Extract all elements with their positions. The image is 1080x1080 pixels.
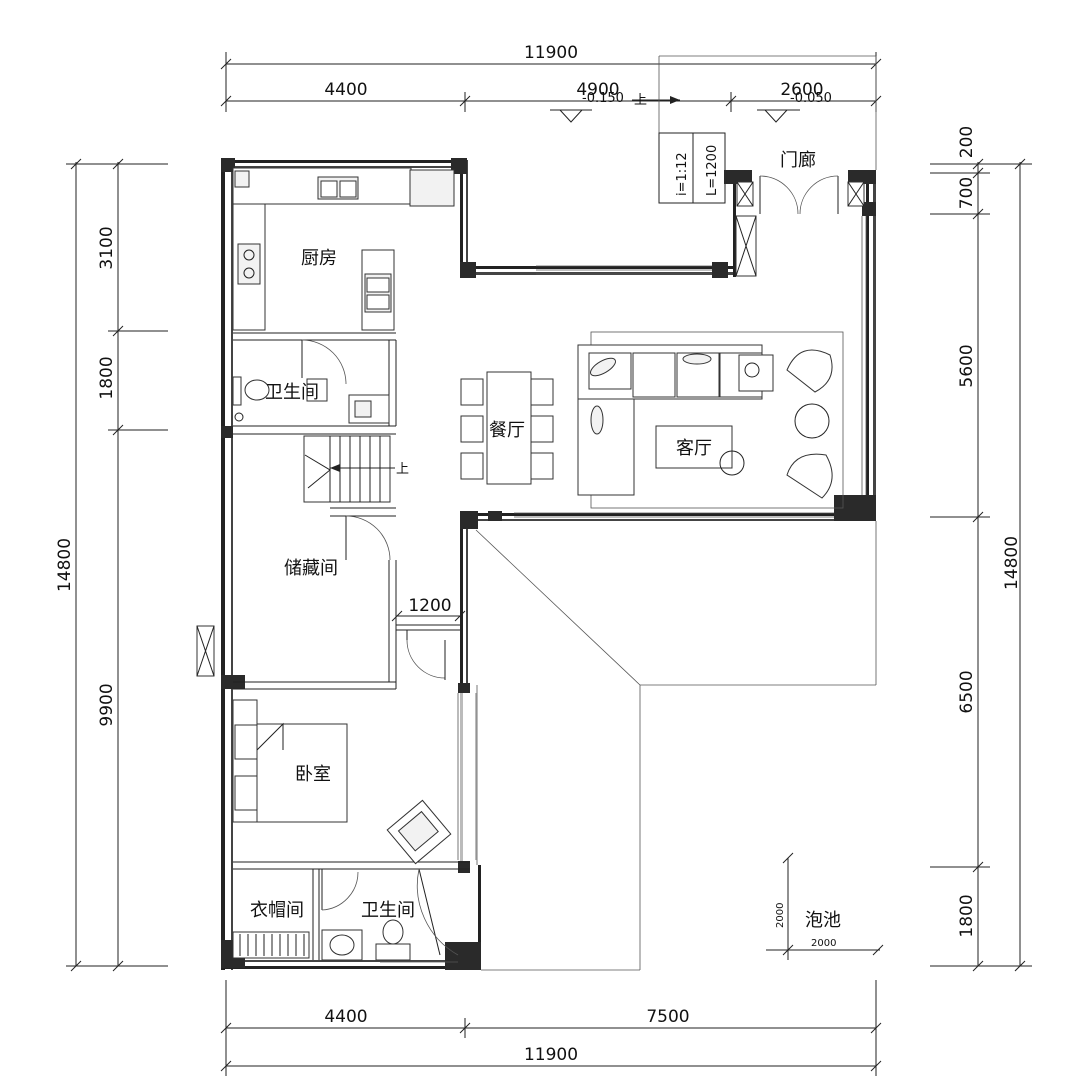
door-dim: 1200 — [391, 596, 466, 622]
ramp: i=1:12 L=1200 — [658, 132, 726, 204]
windows — [514, 216, 867, 518]
left-seg-3-dim: 9900 — [97, 683, 117, 726]
porch-column-marks — [196, 181, 865, 677]
left-seg-2-dim: 1800 — [97, 356, 117, 399]
kitchen-label: 厨房 — [301, 248, 337, 269]
bath-upper-label: 卫生间 — [265, 382, 319, 403]
left-total-dim: 14800 — [55, 538, 75, 592]
bottom-total-dim: 11900 — [524, 1045, 578, 1065]
door-width-dim: 1200 — [408, 596, 451, 616]
columns — [221, 158, 876, 970]
level-1-label: -0.150 — [582, 91, 624, 106]
left-seg-1-dim: 3100 — [97, 226, 117, 269]
walls — [221, 160, 876, 970]
dining-label: 餐厅 — [489, 420, 525, 441]
right-seg-5-dim: 1800 — [957, 894, 977, 937]
bottom-seg-2-dim: 7500 — [646, 1007, 689, 1027]
porch-label: 门廊 — [780, 150, 816, 171]
interior-walls — [233, 332, 470, 960]
living-furniture — [577, 331, 844, 509]
porch-door — [759, 175, 839, 215]
top-seg-2-dim: 4900 — [576, 80, 619, 100]
right-seg-4-dim: 6500 — [957, 670, 977, 713]
cloakroom-label: 衣帽间 — [250, 900, 304, 921]
left-dimensions: 14800 3100 1800 9900 — [55, 158, 168, 972]
ramp-length-label: L=1200 — [705, 145, 720, 196]
top-dimensions: 11900 4400 4900 2600 — [220, 43, 882, 112]
cloakroom-rack — [232, 931, 310, 959]
right-seg-1-dim: 200 — [957, 126, 977, 158]
right-seg-2-dim: 700 — [957, 177, 977, 209]
right-seg-3-dim: 5600 — [957, 344, 977, 387]
level-2-label: -0.050 — [790, 91, 832, 106]
ramp-slope-label: i=1:12 — [675, 152, 690, 196]
right-total-dim: 14800 — [1002, 536, 1022, 590]
bedroom-furniture — [232, 693, 477, 865]
pool-height-dim: 2000 — [775, 903, 786, 928]
top-seg-3-dim: 2600 — [780, 80, 823, 100]
bedroom-label: 卧室 — [295, 764, 331, 785]
level-marker-2: -0.050 — [757, 91, 832, 123]
staircase: 上 — [303, 435, 409, 503]
stair-up-label: 上 — [396, 462, 409, 477]
bath-upper-fixtures — [232, 376, 390, 424]
bath-lower-fixtures — [321, 919, 458, 963]
pool-width-dim: 2000 — [811, 938, 836, 949]
porch-outline — [658, 55, 877, 203]
kitchen-fixtures — [232, 167, 455, 331]
terrace-outline — [475, 521, 877, 971]
living-label: 客厅 — [676, 438, 712, 459]
bottom-dimensions: 4400 7500 11900 — [220, 980, 882, 1076]
bottom-seg-1-dim: 4400 — [324, 1007, 367, 1027]
right-dimensions: 200 700 5600 6500 1800 14800 — [930, 126, 1032, 972]
dining-table — [460, 371, 554, 485]
top-seg-1-dim: 4400 — [324, 80, 367, 100]
top-total-dim: 11900 — [524, 43, 578, 63]
doors — [301, 339, 459, 956]
pool: 2000 2000 — [766, 852, 884, 960]
bath-lower-label: 卫生间 — [361, 900, 415, 921]
storage-label: 储藏间 — [284, 558, 338, 579]
level-marker-1: -0.150 上 — [550, 91, 680, 123]
pool-label: 泡池 — [805, 910, 841, 931]
ramp-up-label: 上 — [634, 93, 647, 108]
